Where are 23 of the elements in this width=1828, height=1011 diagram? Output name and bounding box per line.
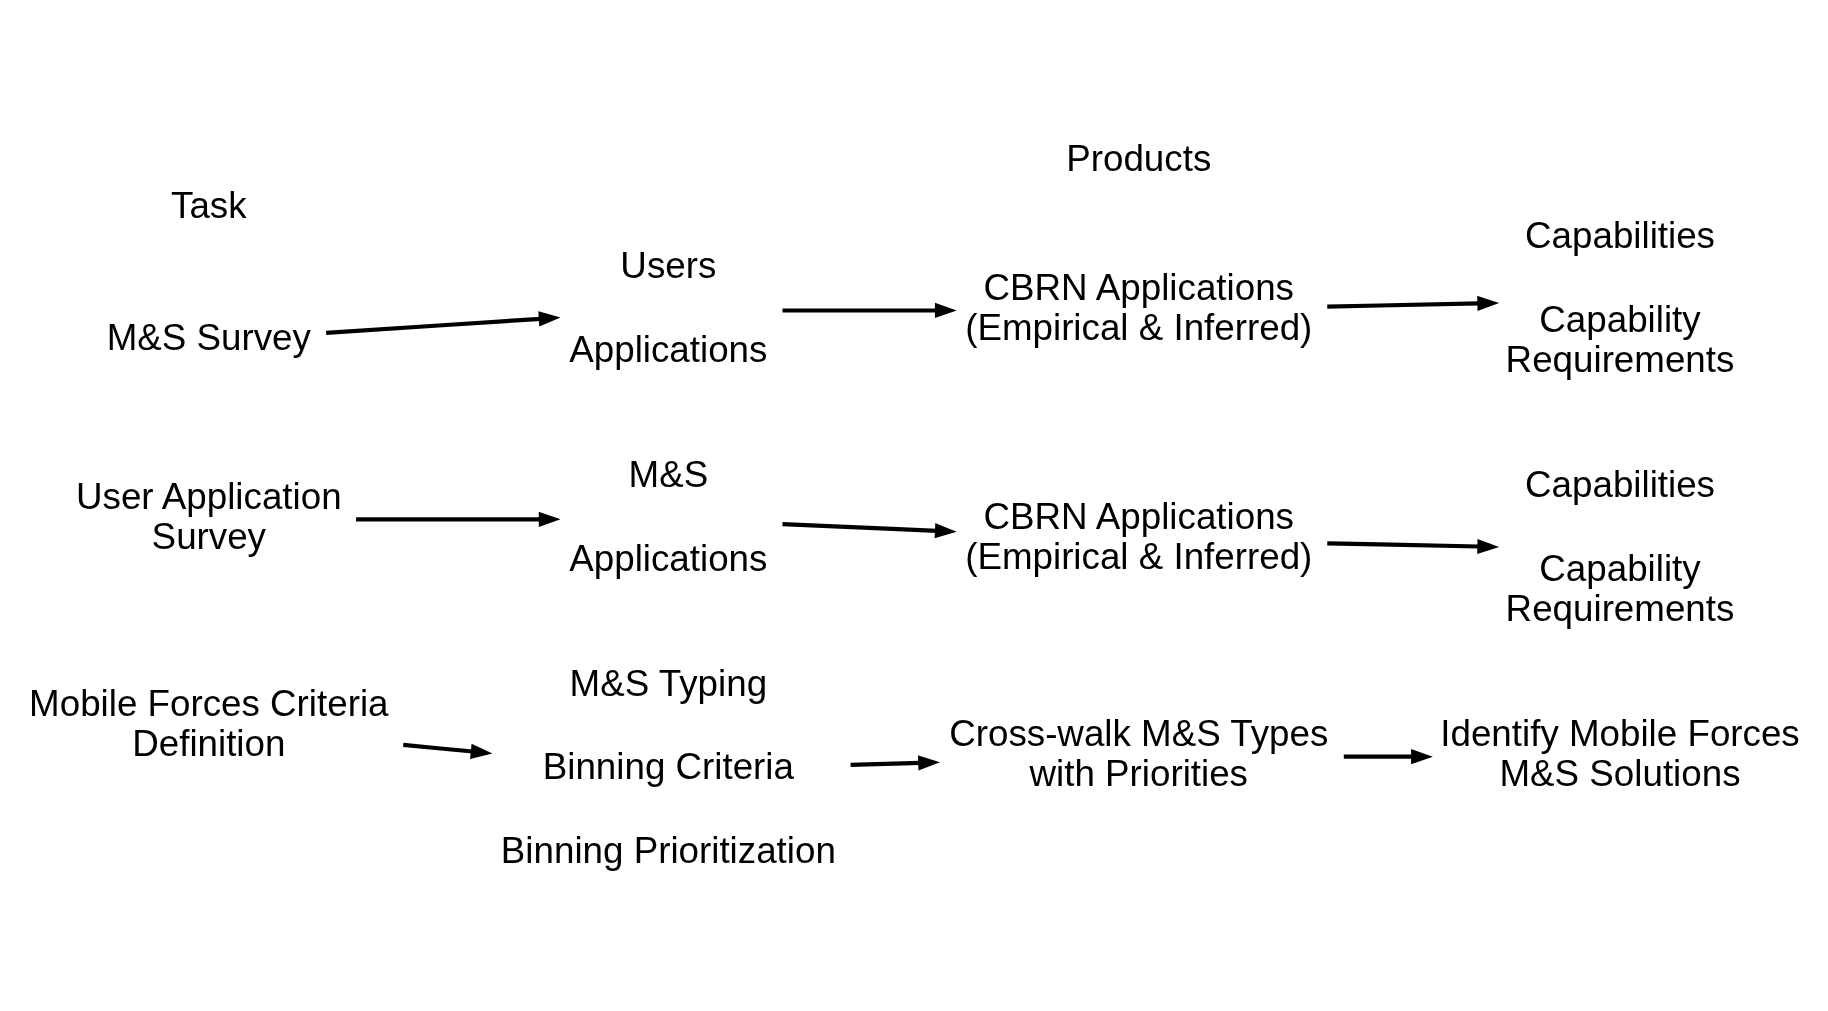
arrow: [782, 302, 957, 318]
arrow: [356, 511, 561, 527]
arrow: [782, 521, 957, 538]
node-text: User Application Survey: [76, 475, 342, 557]
arrow: [1327, 295, 1500, 311]
node-text: CBRN Applications (Empirical & Inferred): [965, 495, 1313, 577]
label: Products: [1066, 137, 1212, 179]
node-text: Users Applications: [569, 244, 768, 370]
arrow: [1327, 538, 1500, 554]
node-text: Capabilities Capability Requirements: [1505, 214, 1735, 380]
arrow: [1343, 748, 1433, 764]
label: Task: [171, 184, 247, 226]
node-text: CBRN Applications (Empirical & Inferred): [965, 266, 1313, 348]
node-text: Capabilities Capability Requirements: [1505, 463, 1735, 629]
node-text: Identify Mobile Forces M&S Solutions: [1440, 712, 1800, 794]
node-text: Cross-walk M&S Types with Priorities: [949, 712, 1329, 794]
node-text: Mobile Forces Criteria Definition: [29, 682, 389, 764]
node-text: M&S Typing Binning Criteria Binning Prioritization: [500, 662, 836, 871]
arrow: [326, 310, 561, 335]
node-text: M&S Survey: [106, 316, 311, 358]
node-text: M&S Applications: [569, 453, 768, 578]
arrow: [850, 754, 940, 771]
arrow: [403, 742, 493, 759]
